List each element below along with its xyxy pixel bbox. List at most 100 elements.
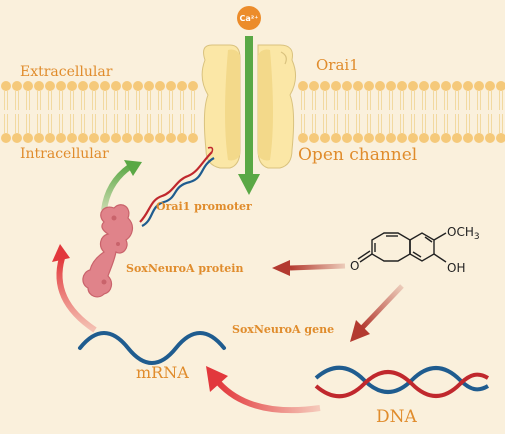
lipid-head — [419, 133, 429, 143]
compound-to-protein-arrow — [289, 263, 346, 271]
lipid-head — [309, 81, 319, 91]
lipid-head — [100, 133, 110, 143]
lipid-head — [111, 133, 121, 143]
protein-to-promoter-arrowhead — [124, 160, 142, 176]
lipid-head — [122, 81, 132, 91]
lipid-head — [100, 81, 110, 91]
lipid-head — [177, 133, 187, 143]
lipid-head — [342, 133, 352, 143]
channel-pore-shade-right — [258, 49, 273, 161]
calcium-ion-circle — [237, 6, 261, 30]
compound-hydroxyl: OH — [447, 261, 465, 275]
intracellular-label: Intracellular — [20, 146, 109, 162]
protein-to-promoter-arrow — [101, 161, 136, 211]
protein-blob-body — [82, 204, 134, 298]
scopoletin-structure — [357, 232, 447, 263]
calcium-influx-shaft — [245, 36, 253, 176]
lipid-head — [386, 81, 396, 91]
lipid-head — [1, 81, 11, 91]
lipid-head — [441, 133, 451, 143]
lipid-head — [89, 81, 99, 91]
soxneuroa-gene-label: SoxNeuroA gene — [232, 323, 334, 336]
lipid-head — [166, 81, 176, 91]
orai1-channel — [201, 44, 296, 169]
lipid-head — [34, 133, 44, 143]
lipid-head — [386, 133, 396, 143]
lipid-head — [12, 133, 22, 143]
lipid-head — [353, 133, 363, 143]
lipid-head — [441, 81, 451, 91]
lipid-head — [320, 81, 330, 91]
lipid-head — [23, 81, 33, 91]
lipid-head — [177, 81, 187, 91]
lipid-head — [166, 133, 176, 143]
soxneuroa-protein-label: SoxNeuroA protein — [126, 262, 243, 275]
compound-benzene-ring — [409, 232, 435, 262]
lipid-head — [111, 81, 121, 91]
compound-to-gene-arrow — [360, 284, 404, 330]
promoter-strand-red — [139, 151, 213, 223]
lipid-head — [463, 81, 473, 91]
lipid-head — [122, 133, 132, 143]
mrna-label: mRNA — [136, 363, 189, 382]
extracellular-label: Extracellular — [20, 64, 113, 80]
lipid-head — [1, 133, 11, 143]
lipid-head — [452, 133, 462, 143]
membrane-lipid-tails — [4, 91, 503, 133]
lipid-head — [485, 81, 495, 91]
lipid-head — [78, 81, 88, 91]
lipid-head — [56, 133, 66, 143]
mrna-to-protein-arrowhead — [52, 244, 70, 262]
compound-double-bond-3 — [424, 236, 433, 243]
lipid-head — [463, 133, 473, 143]
lipid-head — [45, 133, 55, 143]
compound-to-gene-arrowhead — [350, 320, 370, 342]
lipid-head — [309, 133, 319, 143]
promoter-end — [207, 146, 214, 153]
orai1-promoter-helix — [139, 146, 215, 227]
lipid-head — [353, 81, 363, 91]
lipid-head — [78, 133, 88, 143]
lipid-head — [298, 81, 308, 91]
compound-oh-bond — [433, 253, 447, 263]
orai1-promoter-label: Orai1 promoter — [156, 200, 252, 213]
lipid-head — [331, 133, 341, 143]
calcium-ion: Ca²⁺ — [237, 6, 261, 30]
lipid-head — [419, 81, 429, 91]
compound-co-bond — [359, 253, 373, 263]
dna-to-mrna-arrowhead — [206, 366, 228, 392]
cell-membrane — [1, 81, 505, 143]
lipid-head — [155, 81, 165, 91]
mrna-to-protein-arrow — [56, 257, 97, 333]
lipid-head — [452, 81, 462, 91]
lipid-head — [320, 133, 330, 143]
promoter-strand-blue — [141, 157, 215, 227]
channel-notch — [280, 51, 287, 65]
lipid-head — [342, 81, 352, 91]
lipid-head — [155, 133, 165, 143]
lipid-head — [496, 81, 505, 91]
mrna-strand — [78, 331, 226, 365]
dna-double-helix — [314, 365, 490, 399]
lipid-head — [331, 81, 341, 91]
protein-texture-2 — [101, 279, 107, 285]
lipid-head — [496, 133, 505, 143]
compound-co-bond-2 — [357, 250, 371, 260]
open-channel-label: Open channel — [298, 145, 417, 165]
lipid-head — [45, 81, 55, 91]
dna-label: DNA — [376, 407, 418, 427]
lipid-head — [364, 133, 374, 143]
compound-och3-bond — [433, 232, 447, 241]
orai1-label: Orai1 — [316, 56, 359, 74]
lipid-head — [397, 133, 407, 143]
lipid-head — [188, 81, 198, 91]
compound-carbonyl-o: O — [350, 259, 359, 273]
compound-methoxy: OCH3 — [447, 225, 480, 242]
lipid-head — [89, 133, 99, 143]
lipid-head — [144, 133, 154, 143]
lipid-head — [56, 81, 66, 91]
lipid-head — [23, 133, 33, 143]
lipid-head — [12, 81, 22, 91]
calcium-influx-arrowhead — [238, 174, 260, 195]
dna-to-mrna-arrow — [215, 379, 321, 414]
